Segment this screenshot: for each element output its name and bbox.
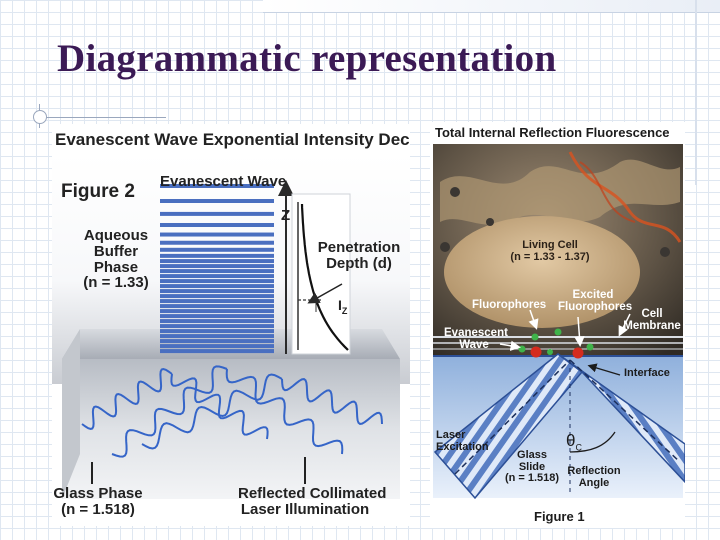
laser-helix <box>225 368 344 455</box>
slide-title: Diagrammatic representation <box>57 37 557 80</box>
reflection-angle-label: Reflection Angle <box>567 465 621 489</box>
wave-stripe <box>160 222 274 227</box>
wave-stripe <box>160 349 274 354</box>
evanescent-decay-graphic <box>52 154 410 499</box>
wave-stripe <box>160 319 274 324</box>
wave-stripe <box>160 211 274 216</box>
excited-fluorophores-label: Excited Fluorophores <box>558 289 633 314</box>
laser-helix <box>111 365 228 458</box>
left-figure-number: Figure 2 <box>61 181 135 202</box>
laser-helix <box>81 367 173 431</box>
z-axis-label: Z <box>281 207 291 224</box>
wave-stripe <box>160 184 274 188</box>
right-decoration-line <box>695 0 697 185</box>
wave-stripe <box>160 344 274 349</box>
aqueous-phase-label: Aqueous Buffer Phase (n = 1.33) <box>83 227 149 292</box>
wave-stripe <box>160 309 274 314</box>
evanescent-decay-figure: Evanescent Wave Exponential Intensity De… <box>52 124 410 526</box>
wave-stripe <box>160 232 274 237</box>
wave-stripe <box>160 259 274 264</box>
wave-stripe <box>160 324 274 329</box>
fluorophores-label: Fluorophores <box>472 299 547 311</box>
title-underline <box>36 117 166 118</box>
evanescent-wave-stripes <box>160 184 274 354</box>
wave-stripe <box>160 339 274 344</box>
evanescent-wave-label-right: Evanescent Wave <box>444 327 508 352</box>
laser-helix <box>141 373 283 450</box>
laser-excitation-label: Laser Excitation <box>436 429 489 453</box>
wave-stripe <box>160 240 274 245</box>
wave-stripe <box>160 294 274 299</box>
evanescent-wave-label: Evanescent Wave <box>160 173 287 190</box>
wave-stripe <box>160 247 274 252</box>
wave-stripe <box>160 269 274 274</box>
cell-membrane-label: Cell Membrane <box>623 308 681 333</box>
wave-stripe <box>160 253 274 258</box>
living-cell-label: Living Cell (n = 1.33 - 1.37) <box>510 239 590 263</box>
laser-helix <box>281 378 383 425</box>
wave-stripe <box>160 334 274 339</box>
intensity-label: IZ <box>338 297 348 316</box>
interface-label: Interface <box>624 367 670 379</box>
wave-stripe <box>160 329 274 334</box>
wave-stripe <box>160 299 274 304</box>
wave-stripe <box>160 279 274 284</box>
left-figure-heading: Evanescent Wave Exponential Intensity De… <box>55 130 410 149</box>
wave-stripe <box>160 304 274 309</box>
tirf-graphic <box>430 122 685 528</box>
wave-stripe <box>160 264 274 269</box>
right-figure-heading: Total Internal Reflection Fluorescence <box>435 125 670 140</box>
wave-stripe <box>160 284 274 289</box>
laser-beams <box>81 365 383 458</box>
right-figure-number: Figure 1 <box>534 509 585 524</box>
crosshair-circle-icon <box>33 110 47 124</box>
wave-stripe <box>160 289 274 294</box>
penetration-depth-label: Penetration Depth (d) <box>317 239 401 272</box>
glass-phase-label: Glass Phase (n = 1.518) <box>53 485 143 518</box>
tirf-figure: Total Internal Reflection Fluorescence L… <box>430 122 685 528</box>
glass-slide-label: Glass Slide (n = 1.518) <box>504 449 560 485</box>
wave-stripe <box>160 199 274 203</box>
wave-stripe <box>160 274 274 279</box>
wave-stripe <box>160 314 274 319</box>
top-decoration-bar <box>263 0 720 13</box>
laser-helix <box>170 373 269 440</box>
reflected-laser-label: Reflected Collimated Laser Illumination <box>238 485 387 518</box>
critical-angle-symbol: θC <box>566 431 582 453</box>
